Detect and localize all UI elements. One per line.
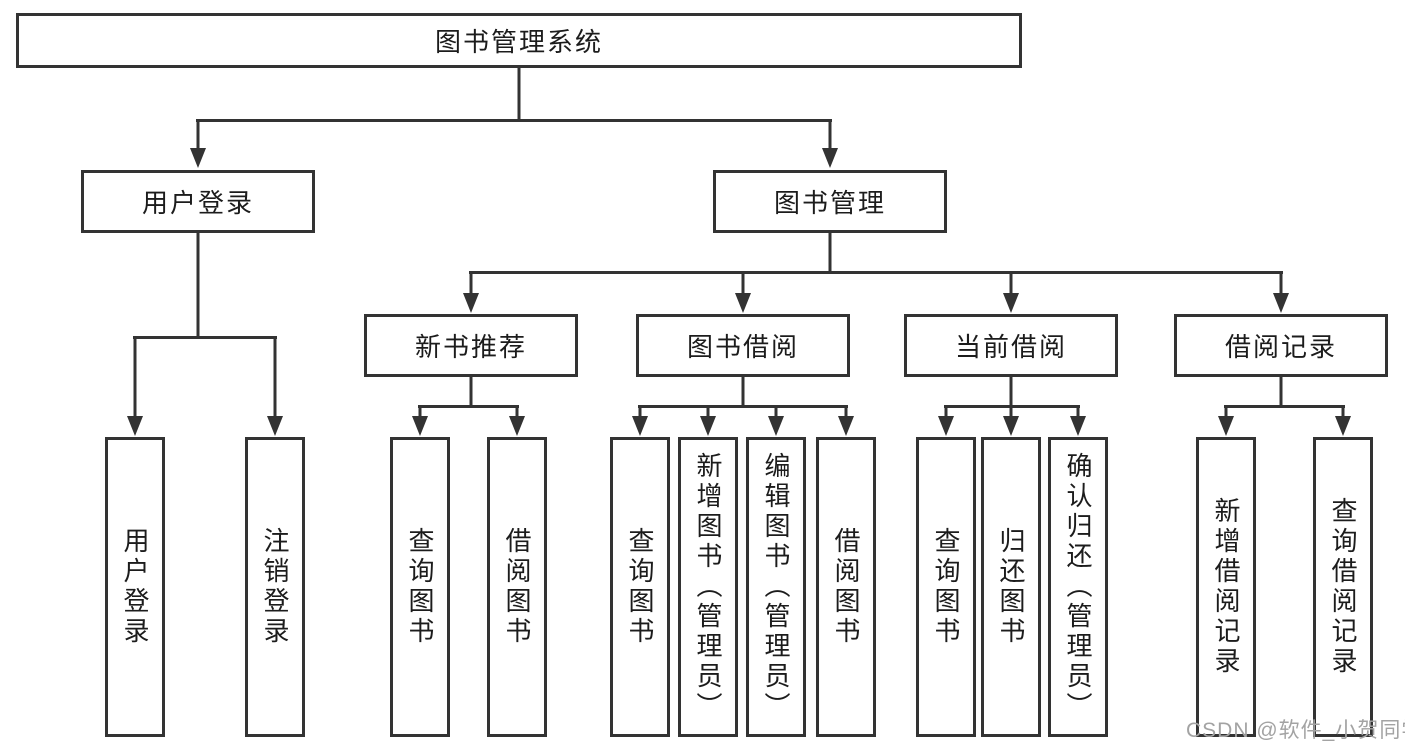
connector-line [1279,377,1283,408]
connector-line [1224,405,1345,408]
connector-line [1224,406,1228,419]
leaf-borrow-books: 借阅图书 [816,437,876,737]
leaf-label: 查询图书 [625,527,655,647]
connector-line [1009,272,1013,296]
connector-line [944,406,948,419]
arrowhead-down-icon [700,416,716,436]
leaf-query-books-borrow: 查询图书 [610,437,670,737]
leaf-label: 查询图书 [405,527,435,647]
arrowhead-down-icon [190,148,206,168]
arrowhead-down-icon [1335,416,1351,436]
connector-line [706,406,710,419]
leaf-add-borrow-record: 新增借阅记录 [1196,437,1256,737]
leaf-confirm-return-admin: 确认归还（管理员） [1048,437,1108,737]
arrowhead-down-icon [632,416,648,436]
node-borrow-records: 借阅记录 [1174,314,1388,377]
leaf-label: 注销登录 [260,527,290,647]
connector-line [517,68,521,122]
connector-line [273,337,277,419]
connector-line [638,406,642,419]
connector-line [515,406,519,419]
connector-line [774,406,778,419]
leaf-return-books: 归还图书 [981,437,1041,737]
connector-line [1341,406,1345,419]
csdn-watermark: CSDN @软件_小贺同学 [1186,719,1405,742]
arrowhead-down-icon [1273,293,1289,313]
leaf-label: 新增图书（管理员） [693,452,723,722]
leaf-label: 确认归还（管理员） [1063,452,1093,722]
arrowhead-down-icon [838,416,854,436]
leaf-label: 查询借阅记录 [1328,497,1358,677]
node-current-borrow: 当前借阅 [904,314,1118,377]
connector-line [469,377,473,408]
leaf-add-books-admin: 新增图书（管理员） [678,437,738,737]
leaf-query-borrow-record: 查询借阅记录 [1313,437,1373,737]
leaf-user-login: 用户登录 [105,437,165,737]
leaf-label: 借阅图书 [831,527,861,647]
arrowhead-down-icon [768,416,784,436]
connector-line [844,406,848,419]
node-book-management: 图书管理 [713,170,947,233]
leaf-borrow-books-recommend: 借阅图书 [487,437,547,737]
connector-line [133,336,277,339]
connector-line [418,405,519,408]
connector-line [741,377,745,408]
connector-line [469,271,1283,274]
connector-line [196,119,832,122]
leaf-query-books-recommend: 查询图书 [390,437,450,737]
arrowhead-down-icon [412,416,428,436]
node-new-book-recommend: 新书推荐 [364,314,578,377]
leaf-logout-login: 注销登录 [245,437,305,737]
leaf-label: 查询图书 [931,527,961,647]
arrowhead-down-icon [1003,416,1019,436]
node-library-management-system: 图书管理系统 [16,13,1022,68]
arrowhead-down-icon [1070,416,1086,436]
connector-line [469,272,473,296]
leaf-label: 用户登录 [120,527,150,647]
connector-line [196,120,200,150]
leaf-label: 新增借阅记录 [1211,497,1241,677]
leaf-label: 归还图书 [996,527,1026,647]
leaf-edit-books-admin: 编辑图书（管理员） [746,437,806,737]
arrowhead-down-icon [127,416,143,436]
arrowhead-down-icon [938,416,954,436]
arrowhead-down-icon [822,148,838,168]
arrowhead-down-icon [463,293,479,313]
arrowhead-down-icon [509,416,525,436]
arrowhead-down-icon [1218,416,1234,436]
leaf-label: 编辑图书（管理员） [761,452,791,722]
arrowhead-down-icon [735,293,751,313]
connector-line [418,406,422,419]
arrowhead-down-icon [1003,293,1019,313]
connector-line [828,232,832,274]
leaf-query-books-current: 查询图书 [916,437,976,737]
arrowhead-down-icon [267,416,283,436]
connector-line [741,272,745,296]
connector-line [1009,377,1013,408]
node-user-login: 用户登录 [81,170,315,233]
connector-line [1076,406,1080,419]
connector-line [638,405,848,408]
node-book-borrow: 图书借阅 [636,314,850,377]
connector-line [1009,406,1013,419]
leaf-label: 借阅图书 [502,527,532,647]
connector-line [133,337,137,419]
connector-line [1279,272,1283,296]
connector-line [196,232,200,339]
connector-line [828,120,832,150]
